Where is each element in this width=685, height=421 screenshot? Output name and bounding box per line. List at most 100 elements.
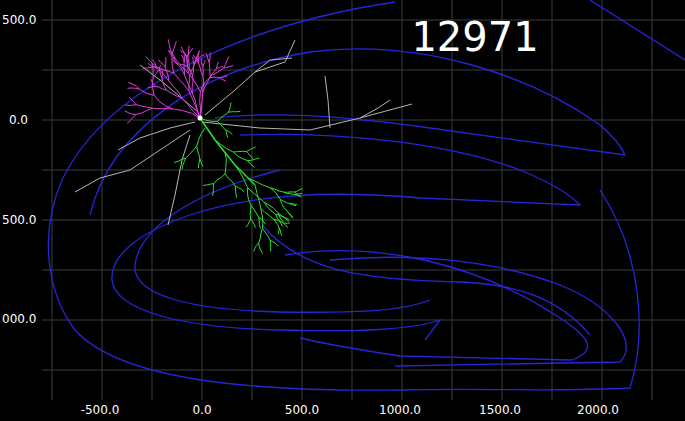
neurite-segment	[152, 83, 154, 89]
neurite-segment	[172, 67, 173, 73]
neurite-segment	[267, 207, 271, 211]
neurite-segment	[132, 114, 136, 115]
neurite-segment	[184, 57, 185, 60]
neurite-segment	[242, 151, 246, 152]
outline-curve	[90, 49, 625, 215]
neurite-segment	[262, 228, 265, 232]
neurite-segment	[283, 223, 285, 225]
neurite-segment	[132, 100, 134, 103]
neurite-segment	[259, 225, 260, 229]
neurite-segment	[249, 163, 252, 165]
neurite-segment	[285, 224, 287, 226]
neurite-segment	[198, 165, 199, 168]
neurite-segment	[183, 60, 184, 63]
neurite-segment	[203, 69, 204, 72]
neurite-segment	[235, 194, 237, 198]
neurite-segment	[258, 217, 259, 221]
neurite-segment	[196, 58, 198, 60]
neurite-segment	[256, 243, 258, 245]
neurite-segment	[297, 193, 300, 194]
neurite-segment	[169, 81, 174, 87]
neurite-segment	[182, 165, 184, 169]
neurite-segment	[294, 205, 296, 206]
neurite-segment	[297, 195, 299, 197]
neurite-segment	[156, 70, 159, 74]
neurite-segment	[213, 188, 214, 192]
neurite-segment	[250, 205, 251, 210]
neurite-segment	[193, 59, 194, 62]
neurite-segment	[174, 73, 179, 79]
neurite-segment	[254, 209, 257, 213]
neurite-segment	[183, 162, 184, 166]
grid-line	[42, 320, 685, 321]
neurite-segment	[165, 76, 169, 80]
neurite-segment	[248, 178, 255, 181]
neurite-segment	[209, 67, 210, 72]
neurite-segment	[184, 60, 185, 63]
neurite-segment	[148, 63, 151, 65]
neurite-segment	[284, 192, 288, 193]
neurite-segment	[221, 115, 225, 118]
neurite-segment	[251, 159, 255, 160]
neurite-segment	[161, 69, 163, 72]
neurite-segment	[214, 69, 216, 72]
grid-line	[42, 70, 685, 71]
neurite-segment	[147, 107, 152, 108]
neurite-segment	[201, 59, 202, 62]
neurite-segment	[200, 68, 201, 72]
neurite-segment	[174, 161, 178, 162]
neurite-segment	[211, 121, 217, 122]
neurite-segment	[159, 65, 161, 69]
neurite-segment	[249, 148, 252, 150]
neurite-segment	[201, 93, 203, 101]
neurite-segment	[141, 106, 146, 107]
neurite-segment	[173, 86, 178, 91]
neurite-segment	[163, 82, 164, 86]
neurite-segment	[218, 66, 220, 68]
neurite-segment	[261, 250, 263, 253]
neurite-segment	[212, 192, 214, 196]
neurite-segment	[180, 64, 185, 68]
soma	[198, 116, 203, 121]
axon	[202, 104, 412, 130]
axis-tick-label: 0.0	[192, 404, 211, 416]
neurite-segment	[198, 50, 199, 53]
neurite-segment	[169, 44, 170, 49]
neurite-segment	[215, 140, 235, 165]
grid	[42, 0, 685, 400]
neurite-segment	[262, 222, 264, 229]
neurite-segment	[233, 152, 237, 156]
neurite-segment	[246, 225, 248, 227]
neurite-segment	[156, 66, 158, 69]
neurite-segment	[128, 113, 132, 114]
neurite-segment	[207, 184, 211, 186]
neurite-segment	[287, 223, 289, 224]
neurite-segment	[226, 133, 228, 136]
neurite-segment	[260, 233, 262, 238]
neurite-segment	[251, 205, 254, 209]
neurite-segment	[284, 192, 287, 193]
axon	[205, 40, 295, 115]
outline-curve	[590, 0, 685, 60]
neurite-segment	[186, 154, 190, 158]
neurite-segment	[270, 248, 271, 252]
neurite-segment	[165, 61, 166, 64]
grid-line	[602, 0, 603, 400]
neurite-segment	[181, 68, 183, 72]
neurite-segment	[274, 219, 276, 222]
neurite-segment	[204, 60, 205, 62]
neurite-segment	[188, 73, 193, 79]
neurite-segment	[290, 203, 292, 205]
neurite-segment	[286, 202, 289, 204]
axon	[325, 76, 330, 128]
neurite-segment	[153, 89, 154, 95]
neurite-segment	[193, 146, 197, 150]
neurite-segment	[178, 159, 182, 161]
neurite-segment	[249, 200, 251, 206]
neurite-segment	[166, 90, 171, 93]
neurite-segment	[193, 100, 197, 109]
neurite-segment	[206, 120, 212, 121]
grid-line	[42, 370, 685, 371]
neurite-segment	[152, 108, 159, 110]
outline-curve	[330, 257, 626, 366]
